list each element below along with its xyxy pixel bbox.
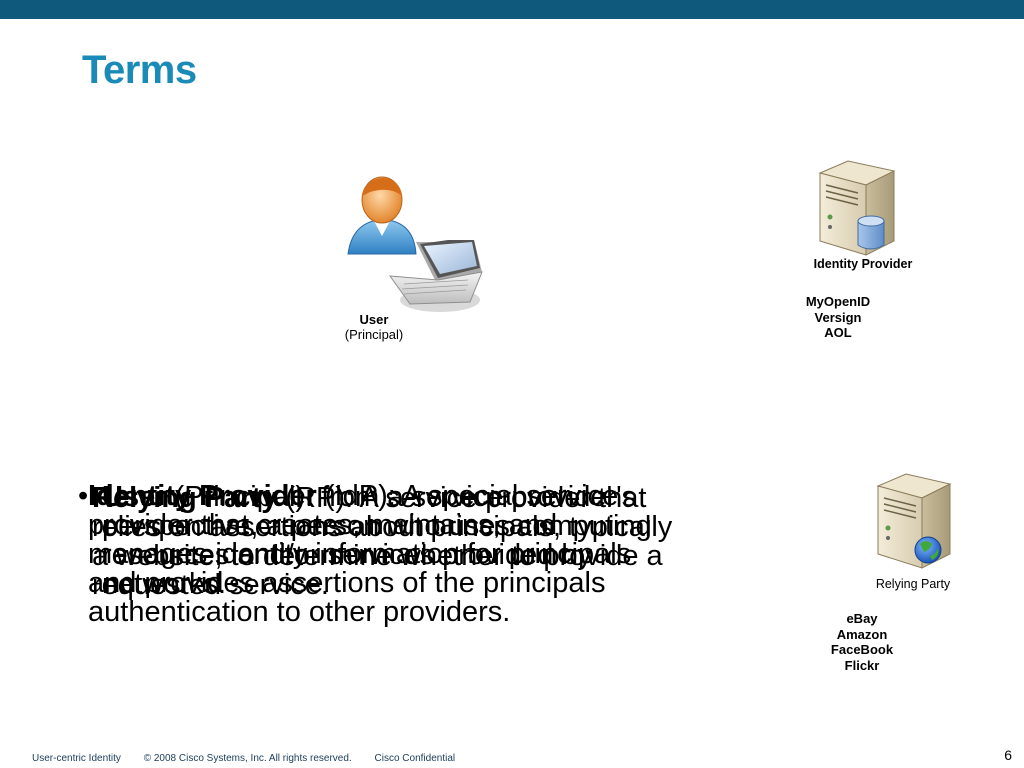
footer-copyright: © 2008 Cisco Systems, Inc. All rights re…: [143, 753, 352, 764]
definition-user: User (Principal): from a service provide…: [102, 481, 652, 600]
footer: User-centric Identity © 2008 Cisco Syste…: [32, 753, 475, 764]
relying-party-example: Amazon: [836, 626, 888, 642]
footer-deck-title: User-centric Identity: [32, 753, 121, 764]
provider-example: AOL: [824, 325, 852, 340]
page-number: 6: [1004, 747, 1012, 763]
definition-identity-provider: Identity Provider (IdP): A special servi…: [88, 480, 632, 628]
slide-title: Terms: [82, 48, 197, 92]
definition-relying-party: Relying Party (RP): A service provider t…: [92, 482, 673, 601]
user-laptop-icon: [340, 176, 490, 321]
server-database-icon: [812, 155, 902, 264]
relying-party-label: Relying Party: [875, 577, 951, 591]
provider-example: MyOpenID: [805, 294, 871, 309]
user-label: User: [359, 312, 389, 327]
top-bar: [0, 0, 1024, 19]
relying-party-example: Flickr: [844, 657, 880, 673]
relying-party-example: eBay: [846, 611, 878, 626]
user-sublabel: (Principal): [344, 327, 404, 342]
identity-provider-examples: MyOpenID Versign AOL: [788, 294, 888, 341]
provider-example: Versign: [814, 309, 862, 325]
identity-provider-label: Identity Provider: [813, 257, 913, 271]
footer-confidential: Cisco Confidential: [374, 753, 456, 764]
server-globe-icon: [872, 468, 956, 577]
relying-party-examples: eBay Amazon FaceBook Flickr: [812, 611, 912, 673]
relying-party-example: FaceBook: [830, 642, 894, 657]
bullet-glyph: •: [78, 480, 89, 512]
